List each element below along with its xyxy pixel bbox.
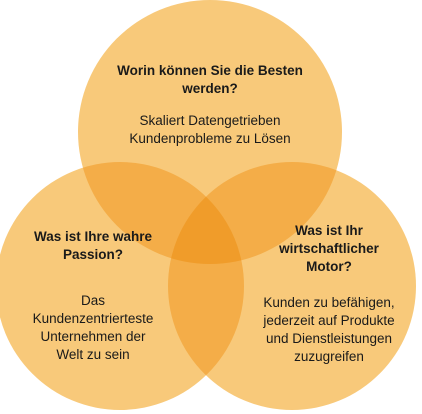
overlap-top-right <box>168 162 342 264</box>
overlap-top-left <box>78 162 244 264</box>
circle-right-body-line: und Dienstleistungen <box>265 331 393 346</box>
circle-top-title-line: Worin können Sie die Besten <box>117 63 303 78</box>
circle-top-body-line: Skaliert Datengetrieben <box>139 113 281 128</box>
circle-top-body: Skaliert Datengetrieben Kundenprobleme z… <box>95 112 325 148</box>
circle-right-title: Was ist Ihr wirtschaftlicher Motor? <box>250 222 408 276</box>
circle-right-body-line: jederzeit auf Produkte <box>263 313 395 328</box>
circle-right-text: Was ist Ihr wirtschaftlicher Motor? Kund… <box>250 222 408 366</box>
circle-top-text: Worin können Sie die Besten werden? Skal… <box>95 62 325 148</box>
circle-right-body-line: Kunden zu befähigen, <box>263 295 395 310</box>
circle-left-title: Was ist Ihre wahre Passion? <box>20 228 166 264</box>
circle-left-body-line: Unternehmen der <box>40 329 146 344</box>
circle-left-title-line: Passion? <box>62 247 124 262</box>
circle-left-text: Was ist Ihre wahre Passion? Das Kundenze… <box>20 228 166 364</box>
circle-left-body-line: Kundenzentrierteste <box>32 311 154 326</box>
circle-right-body-line: zuzugreifen <box>294 349 364 364</box>
circle-top-title: Worin können Sie die Besten werden? <box>95 62 325 98</box>
circle-top-body-line: Kundenprobleme zu Lösen <box>129 131 291 146</box>
circle-top-title-line: werden? <box>182 81 238 96</box>
circle-left-body-line: Das <box>80 293 105 308</box>
circle-right-title-line: Motor? <box>306 259 352 274</box>
circle-left-title-line: Was ist Ihre wahre <box>33 229 153 244</box>
circle-right-title-line: wirtschaftlicher <box>279 241 379 256</box>
circle-right-body: Kunden zu befähigen, jederzeit auf Produ… <box>250 294 408 366</box>
circle-left-body: Das Kundenzentrierteste Unternehmen der … <box>20 292 166 364</box>
circle-left-body-line: Welt zu sein <box>56 347 130 362</box>
circle-right-title-line: Was ist Ihr <box>295 223 363 238</box>
